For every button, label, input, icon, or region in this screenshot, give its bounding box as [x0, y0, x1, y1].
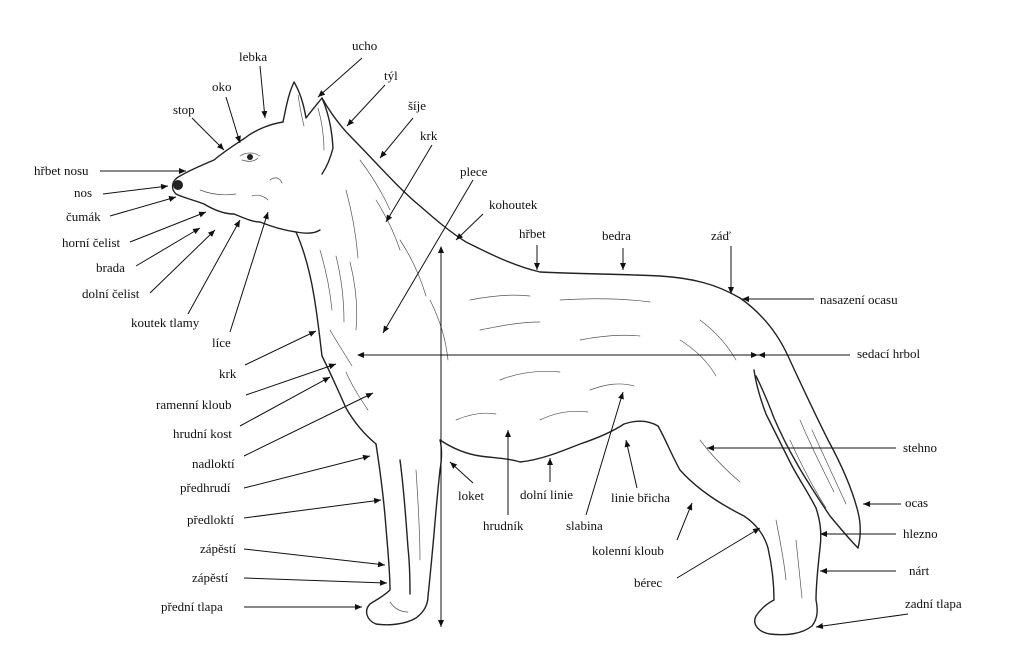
label-ucho: ucho	[352, 38, 377, 53]
label-nos: nos	[74, 185, 92, 200]
label-krk-lower: krk	[219, 366, 237, 381]
ear-drawing	[282, 81, 334, 175]
label-horni-celist: horní čelist	[62, 235, 121, 250]
label-stop: stop	[173, 102, 195, 117]
label-hrbet: hřbet	[519, 226, 546, 241]
label-kohoutek: kohoutek	[489, 197, 538, 212]
label-hrudnik: hrudník	[483, 518, 524, 533]
label-plece: plece	[460, 164, 488, 179]
label-sedaci-hrbol: sedací hrbol	[857, 346, 921, 361]
label-zapesti-2: zápěstí	[192, 570, 228, 585]
label-zapesti-1: zápěstí	[200, 541, 236, 556]
head-drawing	[171, 121, 321, 235]
labels: ucho lebka týl oko šíje stop krk hřbet n…	[34, 38, 962, 614]
label-nart: nárt	[909, 563, 930, 578]
label-dolni-celist: dolní čelist	[82, 286, 140, 301]
label-nadlokti: nadloktí	[192, 456, 235, 471]
tail-drawing	[755, 375, 859, 549]
label-predni-tlapa: přední tlapa	[161, 599, 223, 614]
label-loket: loket	[458, 488, 484, 503]
label-ramenni-kloub: ramenní kloub	[156, 397, 231, 412]
label-brada: brada	[96, 260, 125, 275]
label-kolenni-kloub: kolenní kloub	[592, 543, 664, 558]
label-lice: líce	[212, 335, 231, 350]
label-nasazeni-ocasu: nasazení ocasu	[820, 292, 898, 307]
label-slabina: slabina	[566, 518, 603, 533]
dog-illustration	[171, 81, 861, 636]
label-ocas: ocas	[905, 495, 928, 510]
label-hrudni-kost: hrudní kost	[173, 426, 232, 441]
label-zad: záď	[711, 228, 732, 243]
label-koutek-tlamy: koutek tlamy	[131, 315, 200, 330]
label-predhrudi: předhrudí	[180, 480, 231, 495]
label-oko: oko	[212, 79, 232, 94]
label-hlezno: hlezno	[903, 526, 938, 541]
label-sije: šíje	[408, 98, 426, 113]
label-linie-bricha: linie břicha	[611, 490, 670, 505]
label-berec: bérec	[634, 575, 662, 590]
label-zadni-tlapa: zadní tlapa	[905, 596, 962, 611]
label-tyl: týl	[384, 68, 398, 83]
label-cumak: čumák	[66, 209, 101, 224]
label-hrbet-nosu: hřbet nosu	[34, 163, 89, 178]
pointer-arrows	[100, 57, 909, 629]
belly-drawing	[439, 420, 659, 463]
label-bedra: bedra	[602, 228, 631, 243]
label-dolni-linie: dolní linie	[520, 487, 573, 502]
label-predlokti: předloktí	[187, 512, 234, 527]
rear-leg-drawing	[657, 369, 822, 636]
front-leg-drawing	[365, 439, 443, 626]
label-lebka: lebka	[239, 49, 267, 64]
measurement-lines	[357, 246, 758, 627]
label-stehno: stehno	[903, 440, 937, 455]
label-krk-upper: krk	[420, 128, 438, 143]
chest-drawing	[295, 231, 377, 445]
